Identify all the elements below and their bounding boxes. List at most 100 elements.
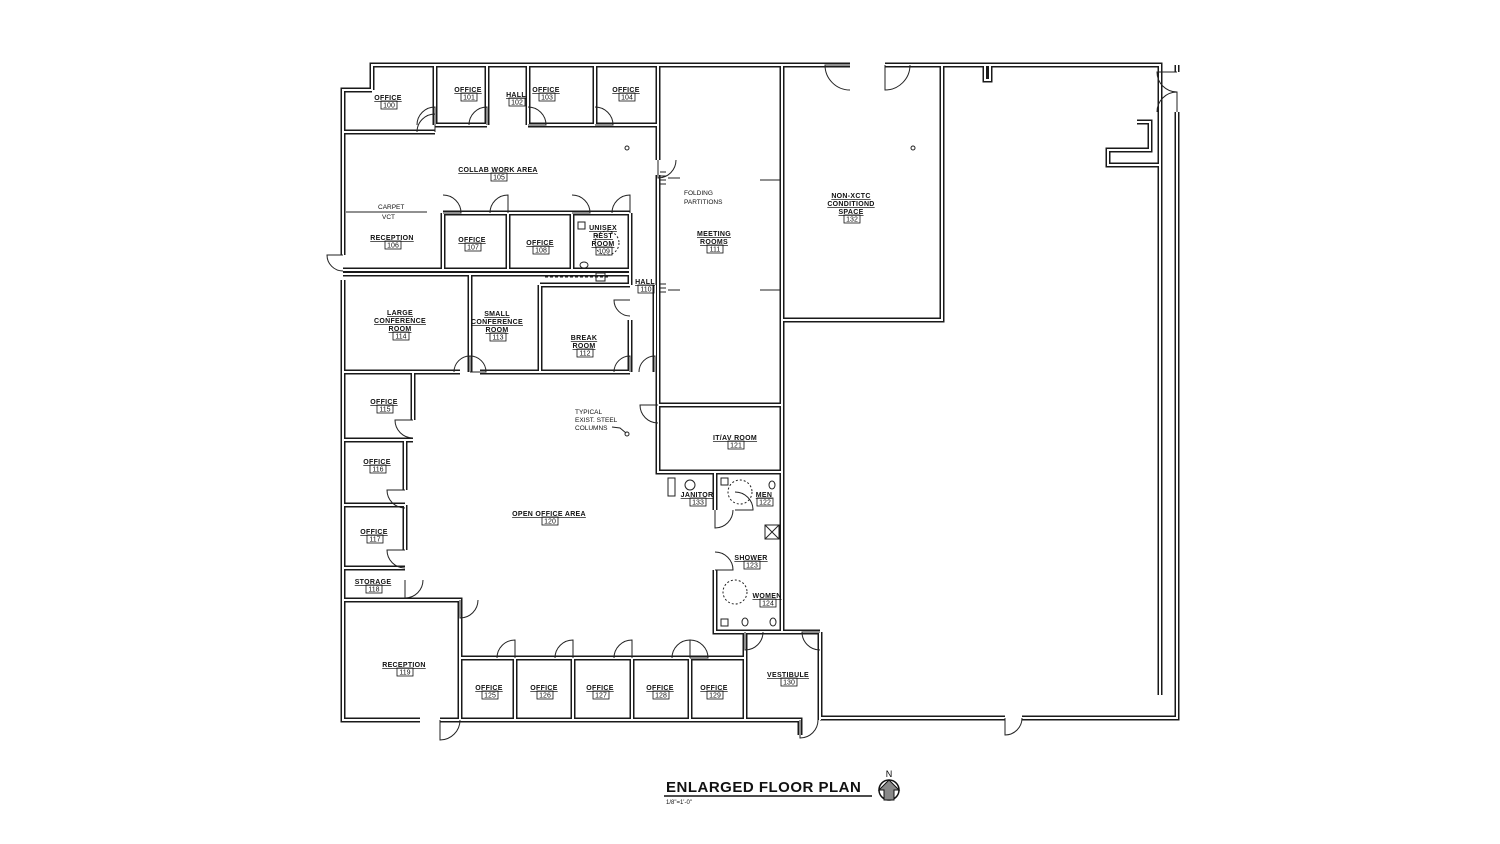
door-swing xyxy=(554,639,574,659)
room-number: 125 xyxy=(484,693,496,700)
room-number-box xyxy=(689,497,707,507)
room-number-box xyxy=(508,97,526,107)
room-number: 128 xyxy=(655,693,667,700)
door-swing xyxy=(1156,91,1178,113)
room-number-box xyxy=(637,284,655,294)
plan-scale: 1/8"=1'-0" xyxy=(666,800,692,806)
room-number-box xyxy=(380,100,398,110)
door-swing xyxy=(439,719,461,741)
door-swing xyxy=(468,106,488,126)
sink-icon xyxy=(720,477,729,486)
door-swing xyxy=(689,639,709,659)
door-swing xyxy=(489,194,509,214)
columns-note-1: TYPICAL xyxy=(575,409,602,416)
leader-line xyxy=(611,426,627,434)
toilet-icon xyxy=(579,261,589,269)
room-number: 123 xyxy=(746,563,758,570)
notes: CARPET VCT FOLDING PARTITIONS TYPICAL EX… xyxy=(378,190,723,432)
room-number-box xyxy=(780,677,798,687)
room-number: 106 xyxy=(387,243,399,250)
room-name: HALL xyxy=(506,92,526,99)
room-name: OFFICE xyxy=(526,240,553,247)
room-number: 107 xyxy=(467,245,479,252)
carpet-note: CARPET xyxy=(378,204,404,211)
door-swing xyxy=(469,355,487,373)
door-swing xyxy=(459,599,479,619)
room-number: 114 xyxy=(395,334,406,341)
room-number: 126 xyxy=(539,693,551,700)
door-swing xyxy=(1156,71,1178,93)
room-name: OFFICE xyxy=(700,685,727,692)
room-name: BREAK xyxy=(571,335,597,342)
door-swing xyxy=(442,194,462,214)
room-number-box xyxy=(489,332,507,342)
room-number: 102 xyxy=(511,100,523,107)
appliance-icon xyxy=(595,272,606,282)
room-number: 108 xyxy=(535,248,547,255)
room-number: 119 xyxy=(399,670,410,677)
room-number-box xyxy=(538,92,556,102)
toilet-icon xyxy=(768,480,776,490)
mop-sink-icon xyxy=(667,477,676,497)
room-name: RECEPTION xyxy=(382,662,426,669)
north-label: N xyxy=(886,769,893,779)
room-name: OFFICE xyxy=(360,529,387,536)
door-swing xyxy=(657,159,677,179)
room-number: 100 xyxy=(383,103,395,110)
room-number-box xyxy=(464,242,482,252)
room-number-box xyxy=(365,584,383,594)
room-number: 112 xyxy=(579,351,590,358)
steel-column xyxy=(624,431,630,437)
door-swing xyxy=(714,551,734,571)
door-swing xyxy=(639,404,659,424)
shower-x xyxy=(764,524,780,540)
room-number-box xyxy=(652,690,670,700)
sink-icon xyxy=(720,618,729,627)
room-name: MEN xyxy=(756,492,772,499)
room-name: WOMEN xyxy=(752,593,781,600)
room-name: HALL xyxy=(635,279,655,286)
room-number: 111 xyxy=(710,247,721,254)
door-swing xyxy=(527,106,547,126)
room-name: OFFICE xyxy=(454,87,481,94)
room-number: 104 xyxy=(621,95,633,102)
shower-pan xyxy=(764,524,780,540)
room-name: SPACE xyxy=(838,209,863,216)
door-swing xyxy=(824,64,851,91)
room-name: IT/AV ROOM xyxy=(713,435,757,442)
door-swing xyxy=(386,549,406,569)
room-number: 101 xyxy=(463,95,475,102)
room-name: ROOMS xyxy=(700,239,728,246)
room-number-box xyxy=(706,244,724,254)
room-number: 120 xyxy=(544,519,556,526)
room-name: SMALL xyxy=(484,311,510,318)
room-number-box xyxy=(843,214,861,224)
folding-note-2: PARTITIONS xyxy=(684,199,723,206)
room-name: JANITOR xyxy=(681,492,714,499)
room-name: MEETING xyxy=(697,231,731,238)
door-swing xyxy=(801,631,821,651)
door-swing xyxy=(594,106,614,126)
room-name: CONDITIOND xyxy=(827,201,874,208)
room-number-box xyxy=(618,92,636,102)
room-number-box xyxy=(756,497,774,507)
